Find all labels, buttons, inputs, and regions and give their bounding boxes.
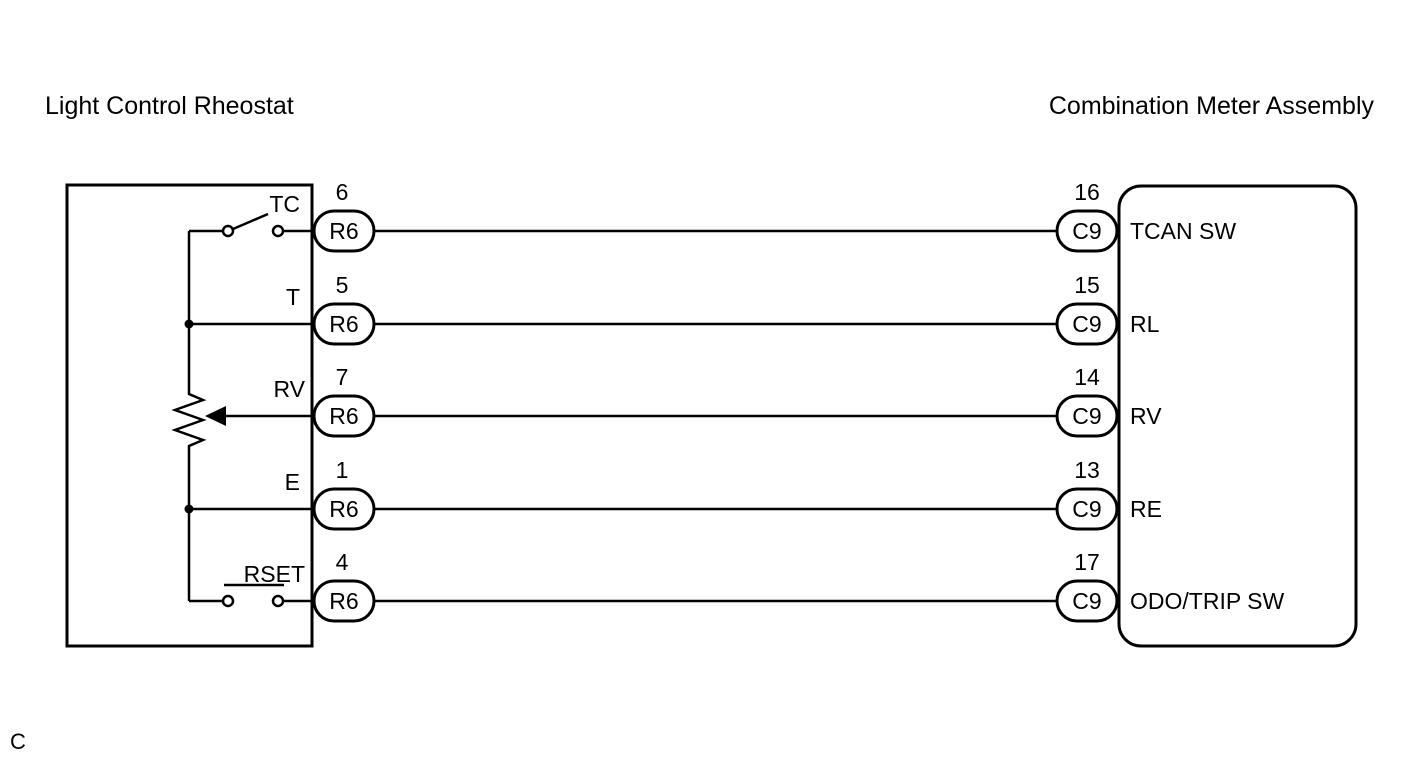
left-pin-number: 1: [336, 457, 349, 483]
right-pin-number: 13: [1074, 457, 1100, 483]
variable-resistor-icon: [171, 385, 207, 452]
left-pin-number: 4: [336, 549, 349, 575]
right-connector-code: C9: [1072, 496, 1101, 522]
right-connector-pill: [1055, 302, 1119, 346]
left-signal-label: TC: [269, 191, 300, 217]
right-connector-code: C9: [1072, 218, 1101, 244]
right-connector-code: C9: [1072, 311, 1101, 337]
right-signal-label: TCAN SW: [1130, 218, 1236, 244]
left-signal-label: RSET: [244, 561, 305, 587]
right-connector-pill: [1055, 394, 1119, 438]
tc-switch-contact-left: [221, 224, 235, 238]
left-component-title: Light Control Rheostat: [45, 92, 294, 120]
tc-switch-blade: [232, 212, 269, 231]
left-connector-pill: [312, 394, 376, 438]
left-connector-code: R6: [329, 496, 358, 522]
right-pin-number: 17: [1074, 549, 1100, 575]
right-signal-label: ODO/TRIP SW: [1130, 588, 1284, 614]
combination-meter-box: [1117, 184, 1358, 648]
left-connector-pill: [312, 487, 376, 531]
right-pin-number: 15: [1074, 272, 1100, 298]
left-connector-pill: [312, 209, 376, 253]
wiper-arrow-icon: [205, 406, 226, 426]
left-pin-number: 7: [336, 364, 349, 390]
left-connector-pill: [312, 302, 376, 346]
corner-mark: C: [10, 729, 26, 754]
right-connector-pill: [1055, 487, 1119, 531]
right-connector-pill: [1055, 579, 1119, 623]
right-signal-label: RL: [1130, 311, 1160, 337]
right-connector-pill: [1055, 209, 1119, 253]
right-pin-number: 14: [1074, 364, 1100, 390]
left-connector-code: R6: [329, 311, 358, 337]
rheostat-internal-circuit: [171, 212, 315, 608]
rset-switch-contact-right: [271, 594, 285, 608]
left-connector-pill: [312, 579, 376, 623]
right-component-title: Combination Meter Assembly: [1049, 92, 1375, 120]
right-signal-label: RV: [1130, 403, 1162, 429]
right-connector-code: C9: [1072, 588, 1101, 614]
rset-switch-contact-left: [221, 594, 235, 608]
left-signal-label: RV: [273, 376, 305, 402]
right-signal-label: RE: [1130, 496, 1162, 522]
left-pin-number: 6: [336, 179, 349, 205]
left-connector-code: R6: [329, 218, 358, 244]
left-pin-number: 5: [336, 272, 349, 298]
right-connector-code: C9: [1072, 403, 1101, 429]
left-signal-label: T: [286, 284, 300, 310]
left-signal-label: E: [285, 469, 300, 495]
right-pin-number: 16: [1074, 179, 1100, 205]
left-connector-code: R6: [329, 588, 358, 614]
left-connector-code: R6: [329, 403, 358, 429]
tc-switch-contact-right: [271, 224, 285, 238]
